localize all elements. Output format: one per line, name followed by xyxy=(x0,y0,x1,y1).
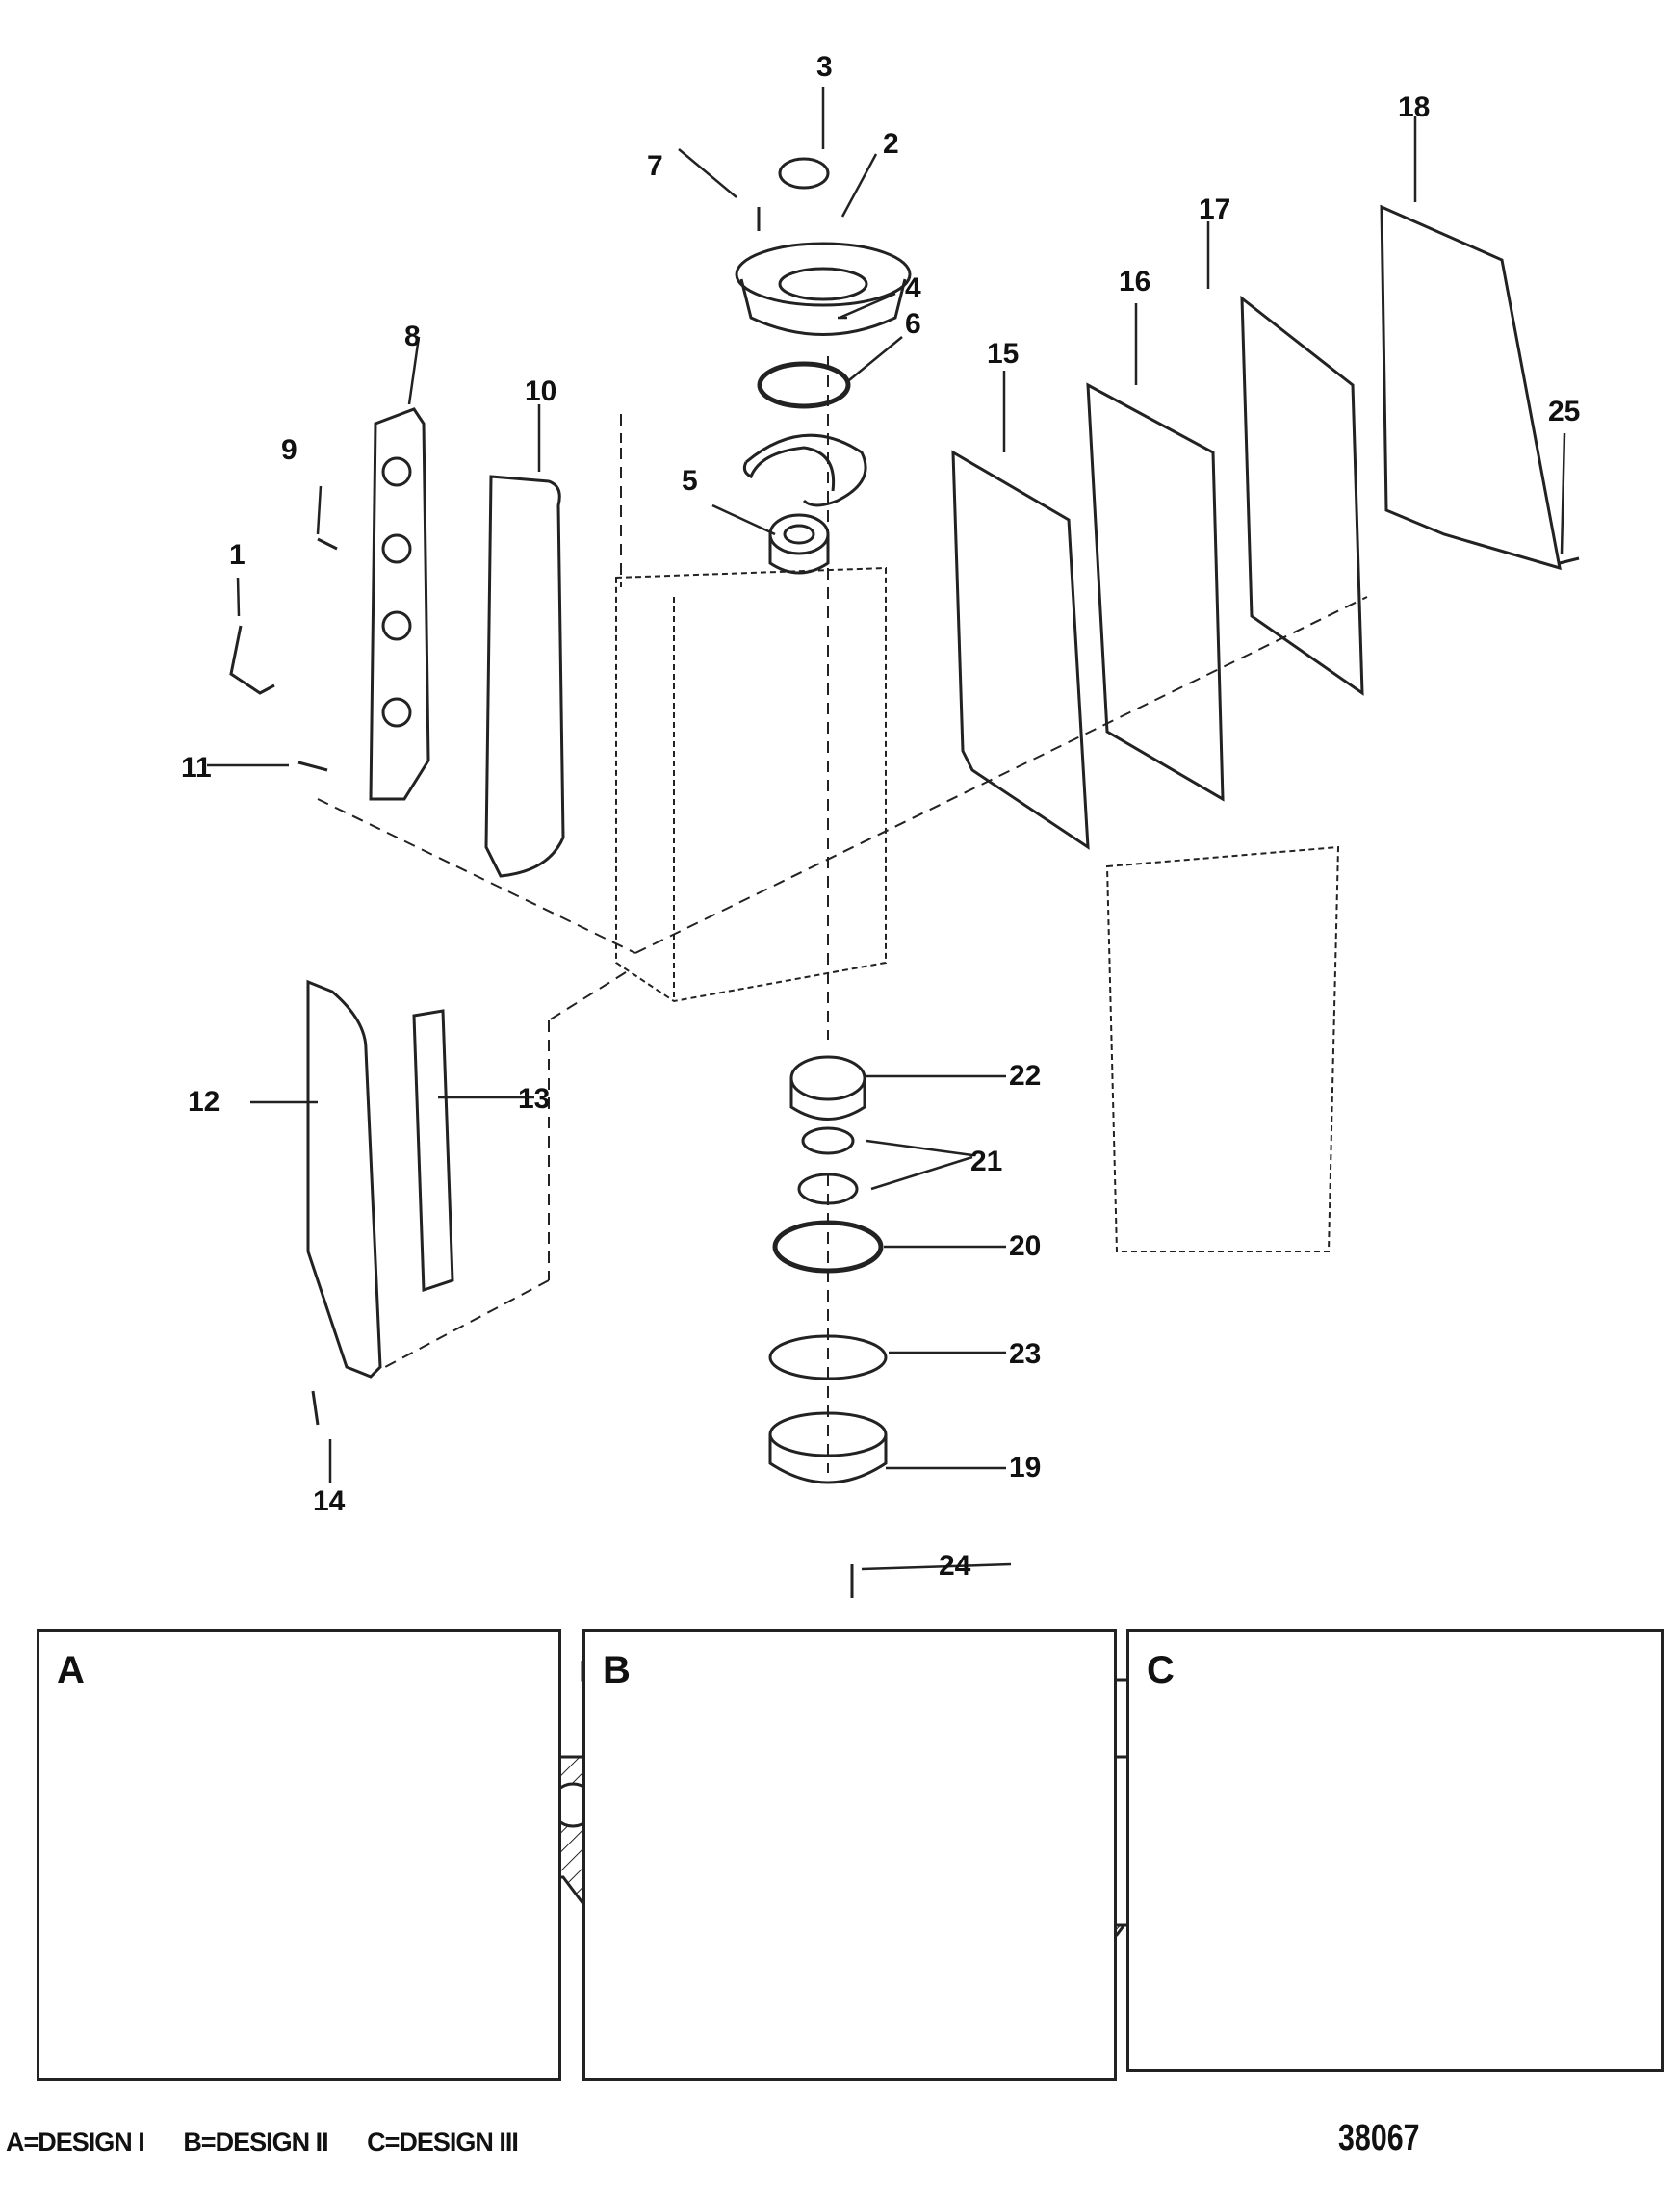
assembly-lines xyxy=(317,356,1368,1473)
part-1-sensor xyxy=(229,625,275,695)
part-22-bearing xyxy=(789,1055,866,1121)
part-25-screw xyxy=(1559,556,1580,565)
callout-4: 4 xyxy=(905,272,921,304)
part-5-bearing xyxy=(768,513,830,575)
part-23-gasket xyxy=(768,1334,888,1380)
panel-letter-b: B xyxy=(603,1649,631,1691)
part-20-o-ring xyxy=(772,1220,884,1274)
callout-15: 15 xyxy=(987,338,1020,370)
callout-18: 18 xyxy=(1398,91,1431,123)
callout-20: 20 xyxy=(1009,1230,1042,1262)
callout-22: 22 xyxy=(1009,1060,1042,1092)
design-panel-c: C xyxy=(1126,1629,1664,2072)
legend-item-a: A=DESIGN I xyxy=(6,2128,145,2156)
callout-13: 13 xyxy=(518,1083,551,1115)
part-8-cover xyxy=(369,407,430,801)
legend-item-c: C=DESIGN III xyxy=(367,2128,519,2156)
callout-8: 8 xyxy=(404,321,421,352)
callout-1: 1 xyxy=(229,539,246,571)
callout-6: 6 xyxy=(905,308,921,340)
callout-23: 23 xyxy=(1009,1338,1042,1370)
part-21-seal-lower xyxy=(797,1173,859,1205)
callout-9: 9 xyxy=(281,434,297,466)
callout-19: 19 xyxy=(1009,1452,1042,1483)
part-9-screw xyxy=(317,537,338,551)
callout-7: 7 xyxy=(647,150,663,182)
callout-11: 11 xyxy=(181,752,212,784)
part-3-seal xyxy=(778,157,830,190)
callout-14: 14 xyxy=(313,1485,346,1517)
part-4-o-ring xyxy=(757,361,851,409)
callout-12: 12 xyxy=(188,1086,220,1118)
part-17-gasket xyxy=(1240,295,1364,696)
design-panel-a: A xyxy=(37,1629,561,2081)
callout-16: 16 xyxy=(1119,266,1151,297)
panel-letter-c: C xyxy=(1147,1649,1175,1691)
callout-24: 24 xyxy=(939,1550,971,1582)
callout-25: 25 xyxy=(1548,396,1581,427)
part-14-screw xyxy=(311,1390,320,1426)
legend-item-b: B=DESIGN II xyxy=(183,2128,328,2156)
part-16-divider xyxy=(1086,382,1225,802)
part-2-bearing-housing xyxy=(735,242,912,336)
part-8-ports xyxy=(381,456,412,728)
design-legend: A=DESIGN I B=DESIGN II C=DESIGN III xyxy=(6,2128,551,2157)
callout-2: 2 xyxy=(883,128,899,160)
design-panel-b: B xyxy=(582,1629,1117,2081)
part-18-exhaust-cover xyxy=(1380,204,1562,571)
part-11-screw xyxy=(297,761,328,772)
panel-letter-a: A xyxy=(57,1649,85,1691)
part-12-plate xyxy=(306,979,382,1379)
callout-10: 10 xyxy=(525,375,557,407)
part-15-gasket xyxy=(951,450,1090,850)
figure-number: 38067 xyxy=(1338,2118,1420,2158)
part-6-retainer xyxy=(742,433,867,507)
leader-lines xyxy=(207,87,1566,1571)
part-19-bottom-housing xyxy=(768,1411,888,1484)
callout-21: 21 xyxy=(970,1146,1003,1177)
part-13-gasket xyxy=(412,1009,454,1293)
callout-3: 3 xyxy=(816,51,833,83)
cylinder-block xyxy=(615,566,1340,1252)
callout-5: 5 xyxy=(682,465,698,497)
part-21-seal-upper xyxy=(801,1126,855,1155)
callout-17: 17 xyxy=(1199,193,1231,225)
part-10-gasket xyxy=(484,475,565,878)
